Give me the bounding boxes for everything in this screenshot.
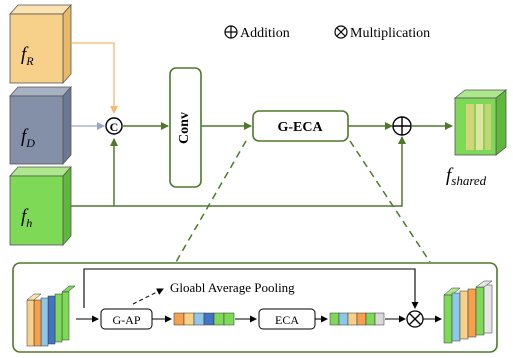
input-cube-fr: fR (9, 3, 72, 85)
input-cube-fh: fh (9, 165, 72, 247)
fd-label: fD (21, 126, 35, 150)
multiplication-node (406, 310, 424, 328)
fh-label: fh (21, 206, 32, 230)
skip-to-mult-arrow (83, 268, 419, 309)
residual-to-add-arrow (71, 136, 406, 207)
multiplication-legend-icon (334, 25, 348, 39)
conv-label: Conv (177, 112, 192, 144)
addition-node (392, 116, 412, 136)
fr-to-concat-arrow (71, 42, 118, 114)
geca-detail-panel: G-AP Gloabl Average Pooling ECA (12, 262, 498, 353)
eca-label: ECA (275, 313, 299, 327)
geca-block: G-ECA (252, 110, 349, 142)
fr-label: fR (21, 44, 34, 68)
weight-vector (329, 312, 385, 326)
multiplication-legend-label: Multiplication (350, 26, 430, 41)
concat-symbol: C (110, 120, 119, 134)
geca-label: G-ECA (277, 120, 323, 135)
gap-label: G-AP (112, 313, 140, 327)
gap-caption: Gloabl Average Pooling (170, 280, 295, 295)
pooled-vector (173, 312, 235, 326)
input-cube-fd: fD (9, 85, 72, 166)
output-label: fshared (446, 165, 487, 188)
addition-legend-label: Addition (240, 26, 290, 41)
legend: Addition Multiplication (224, 25, 430, 41)
output-cube (453, 89, 508, 156)
zoom-line-right (349, 140, 431, 263)
detail-output-stack (443, 280, 493, 344)
detail-input-stack (26, 285, 76, 347)
conv-block: Conv (169, 67, 202, 188)
concat-node: C (105, 117, 123, 135)
gap-caption-arrow (132, 288, 164, 305)
